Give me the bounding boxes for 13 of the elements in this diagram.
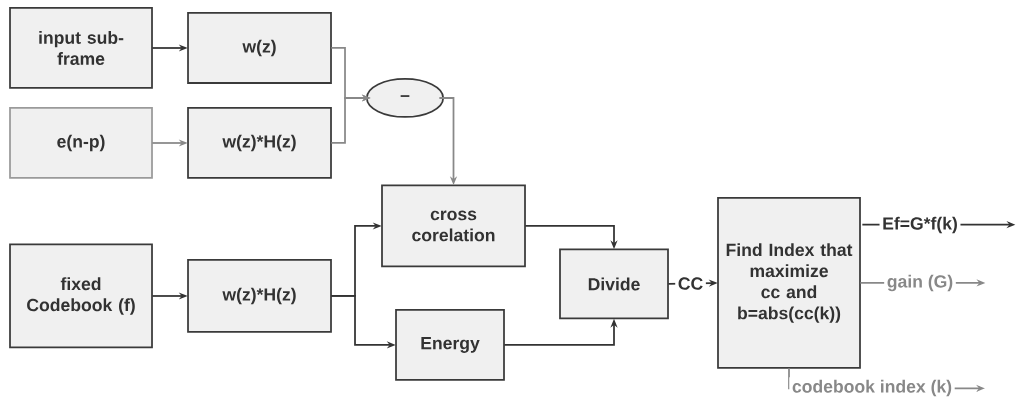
process-box: Divide <box>559 248 669 320</box>
process-box: w(z)*H(z) <box>187 107 332 179</box>
process-box: w(z)*H(z) <box>187 259 332 333</box>
process-box: Find Index that maximize cc and b=abs(cc(k)) <box>717 197 861 369</box>
process-box: e(n-p) <box>9 107 153 179</box>
edge-label: codebook index (k) <box>789 377 955 399</box>
process-box: Energy <box>395 309 505 381</box>
process-box: fixed Codebook (f) <box>9 243 153 349</box>
edge-label: gain (G) <box>884 272 956 294</box>
process-box: cross corelation <box>381 184 526 268</box>
process-box: w(z) <box>187 12 332 84</box>
edge-label: Ef=G*f(k) <box>879 214 961 236</box>
process-box: input sub-frame <box>9 7 153 89</box>
